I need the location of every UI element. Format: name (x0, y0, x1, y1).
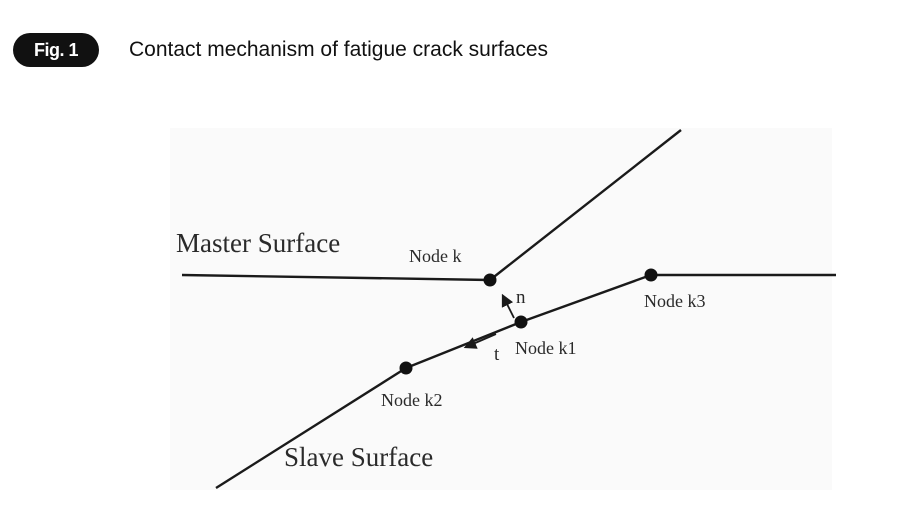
slave-surface-segment-k1-k3 (520, 273, 652, 324)
slave-surface-segment-k2-k1 (405, 320, 522, 370)
node-k2-point (399, 361, 413, 375)
normal-vector-arrow (501, 293, 515, 319)
figure-badge: Fig. 1 (13, 33, 99, 67)
node-k1-point (514, 315, 528, 329)
node-k3-point (644, 268, 658, 282)
node-k-point (483, 273, 497, 287)
master-surface-label: Master Surface (176, 228, 340, 258)
slave-surface-lower-line (215, 366, 407, 490)
node-k-label: Node k (409, 246, 462, 266)
master-surface-flat-line (181, 273, 491, 282)
node-k3-label: Node k3 (644, 291, 706, 311)
slave-surface-label: Slave Surface (284, 442, 433, 472)
figure-title: Contact mechanism of fatigue crack surfa… (129, 38, 549, 61)
node-k2-label: Node k2 (381, 390, 443, 410)
normal-vector-label: n (516, 287, 526, 308)
tangent-vector-label: t (494, 344, 500, 365)
figure-header: Fig. 1 Contact mechanism of fatigue crac… (0, 0, 919, 100)
tangent-vector-arrow (463, 333, 497, 349)
master-surface-inclined-line (489, 129, 682, 281)
node-k1-label: Node k1 (515, 338, 577, 358)
diagram-background (170, 128, 832, 490)
